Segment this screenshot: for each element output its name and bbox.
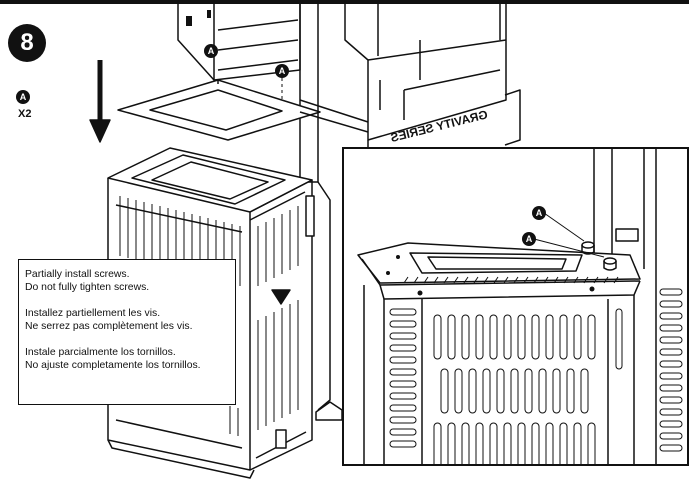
down-arrow-head-icon xyxy=(89,119,111,143)
callout-letter: A xyxy=(535,208,543,218)
vent-slots-right xyxy=(257,206,299,430)
part-quantity: X2 xyxy=(18,108,32,120)
detail-illustration xyxy=(357,149,683,464)
inset-callout-a-top-icon: A xyxy=(532,206,546,220)
part-a-icon: A xyxy=(16,90,30,104)
callout-a-right-icon: A xyxy=(275,64,289,78)
instruction-box: Partially install screws. Do not fully t… xyxy=(18,259,236,405)
instruction-es-line2: No ajuste completamente los tornillos. xyxy=(25,360,201,371)
callout-a-left-icon: A xyxy=(204,44,218,58)
instruction-en-line1: Partially install screws. xyxy=(25,269,130,280)
instruction-fr-line2: Ne serrez pas complètement les vis. xyxy=(25,321,193,332)
step-number-badge: 8 xyxy=(8,24,46,62)
callout-letter: A xyxy=(278,66,286,76)
direction-arrow-icon xyxy=(271,289,291,305)
inset-callout-a-bottom-icon: A xyxy=(522,232,536,246)
part-letter: A xyxy=(19,92,27,102)
step-number: 8 xyxy=(20,29,34,56)
vent-slots-left xyxy=(119,196,241,436)
instruction-fr-line1: Installez partiellement les vis. xyxy=(25,308,161,319)
instruction-es-line1: Instale parcialmente los tornillos. xyxy=(25,347,176,358)
screw-1-icon xyxy=(581,241,595,255)
screw-2-icon xyxy=(603,257,617,271)
callout-letter: A xyxy=(525,234,533,244)
instruction-en-line2: Do not fully tighten screws. xyxy=(25,282,150,293)
callout-letter: A xyxy=(207,46,215,56)
detail-inset: A A xyxy=(342,147,689,466)
